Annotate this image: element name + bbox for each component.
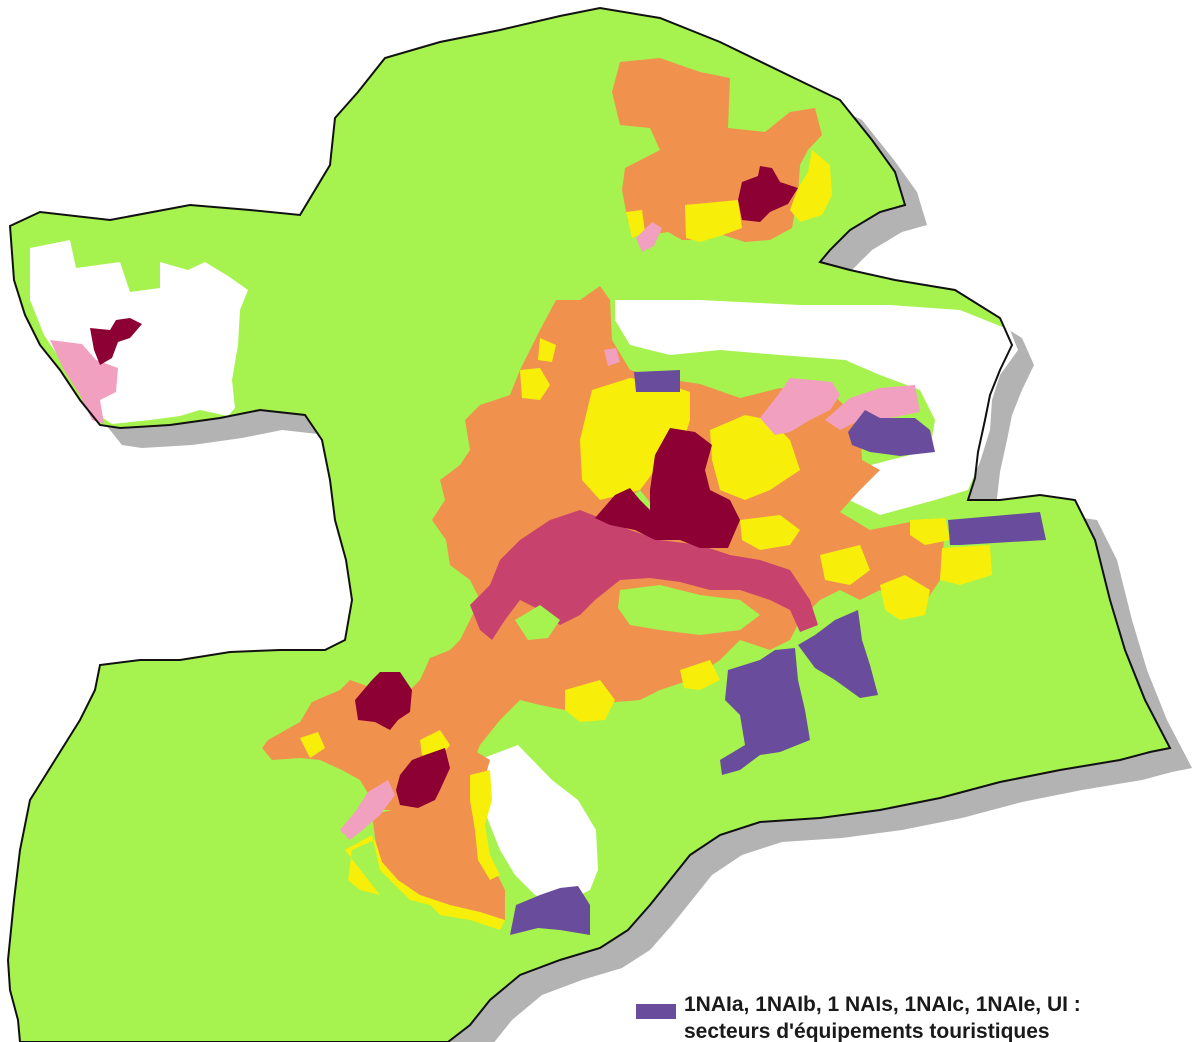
tourism-zone-far-east [948, 512, 1046, 545]
tourism-zone-north [634, 370, 680, 392]
yellow-zone-northeast-2 [685, 200, 742, 242]
pink-zone-east-1 [760, 378, 840, 435]
dense-zone-northwest [90, 318, 142, 365]
yellow-zone-central-7 [820, 545, 870, 585]
yellow-zone-east-2 [880, 575, 930, 620]
yellow-zone-central-4 [538, 338, 556, 362]
tourism-zone-southeast-2 [720, 648, 810, 775]
pink-zone-southwest [340, 780, 395, 840]
yellow-zone-south-4 [345, 835, 505, 930]
yellow-zone-central-5 [740, 515, 800, 550]
pink-zone-central [604, 348, 620, 366]
legend-swatch-tourism [636, 1004, 676, 1019]
orange-zone-inner-green-edge [515, 605, 560, 640]
yellow-zone-east-1 [940, 545, 992, 585]
white-zone-south [478, 745, 598, 905]
white-zone-east [615, 300, 1018, 515]
territory-outline-stroke [6, 6, 1172, 1042]
yellow-zone-central-1 [580, 378, 690, 500]
map-legend: 1NAIa, 1NAIb, 1 NAIs, 1NAIc, 1NAIe, UI :… [636, 990, 1176, 1042]
zoning-areas [30, 58, 1046, 935]
yellow-zone-central-6 [910, 518, 950, 545]
pink-zone-northwest [50, 340, 118, 424]
territory-outline [6, 6, 1172, 1042]
dense-zone-central [595, 428, 740, 548]
yellow-zone-west [300, 732, 325, 758]
urban-center-belt [470, 510, 818, 640]
green-zone-inner [618, 585, 760, 635]
pink-zone-east-2 [825, 385, 920, 430]
legend-label-zone-codes: 1NAIa, 1NAIb, 1 NAIs, 1NAIc, 1NAIe, UI : [684, 993, 1081, 1016]
yellow-zone-south-1 [565, 680, 615, 722]
yellow-zone-south-2 [680, 660, 720, 690]
pink-zone-northeast [636, 222, 662, 252]
tourism-zone-southeast-1 [798, 610, 878, 698]
legend-label-description: secteurs d'équipements touristiques [684, 1020, 1050, 1042]
yellow-zone-central-2 [710, 415, 800, 500]
yellow-zone-northeast-3 [626, 210, 645, 238]
yellow-zone-central-3 [520, 368, 550, 400]
yellow-zone-south-5 [470, 770, 500, 880]
dense-zone-west-1 [355, 672, 412, 730]
tourism-zone-east [848, 410, 935, 456]
dense-zone-west-2 [396, 748, 450, 808]
dense-zone-northeast [738, 166, 798, 222]
yellow-zone-northeast-1 [790, 150, 832, 222]
tourism-zone-south [510, 886, 590, 935]
